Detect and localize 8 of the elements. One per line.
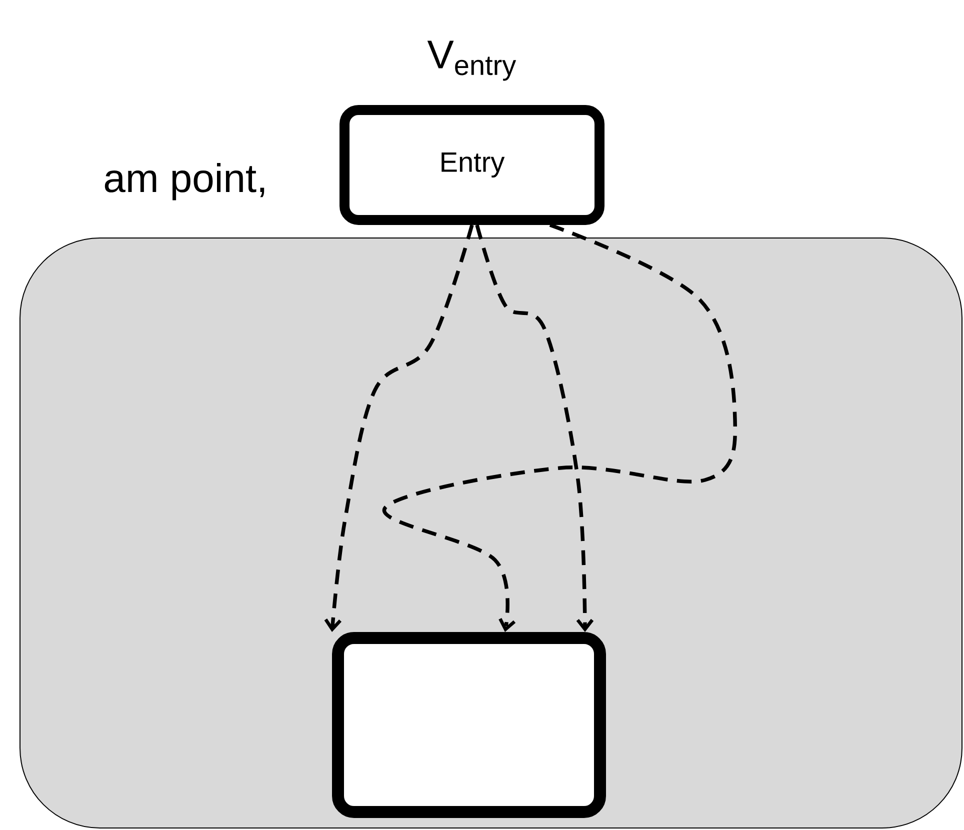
node-heading: V$_{entry}$ [427, 40, 516, 81]
entry-box: Entry [340, 105, 604, 225]
arrow [324, 224, 474, 632]
target-box [332, 632, 606, 818]
region-background [20, 238, 962, 828]
arrow [383, 223, 737, 632]
arrow [475, 224, 594, 632]
text-fragment: am point, [104, 163, 264, 200]
